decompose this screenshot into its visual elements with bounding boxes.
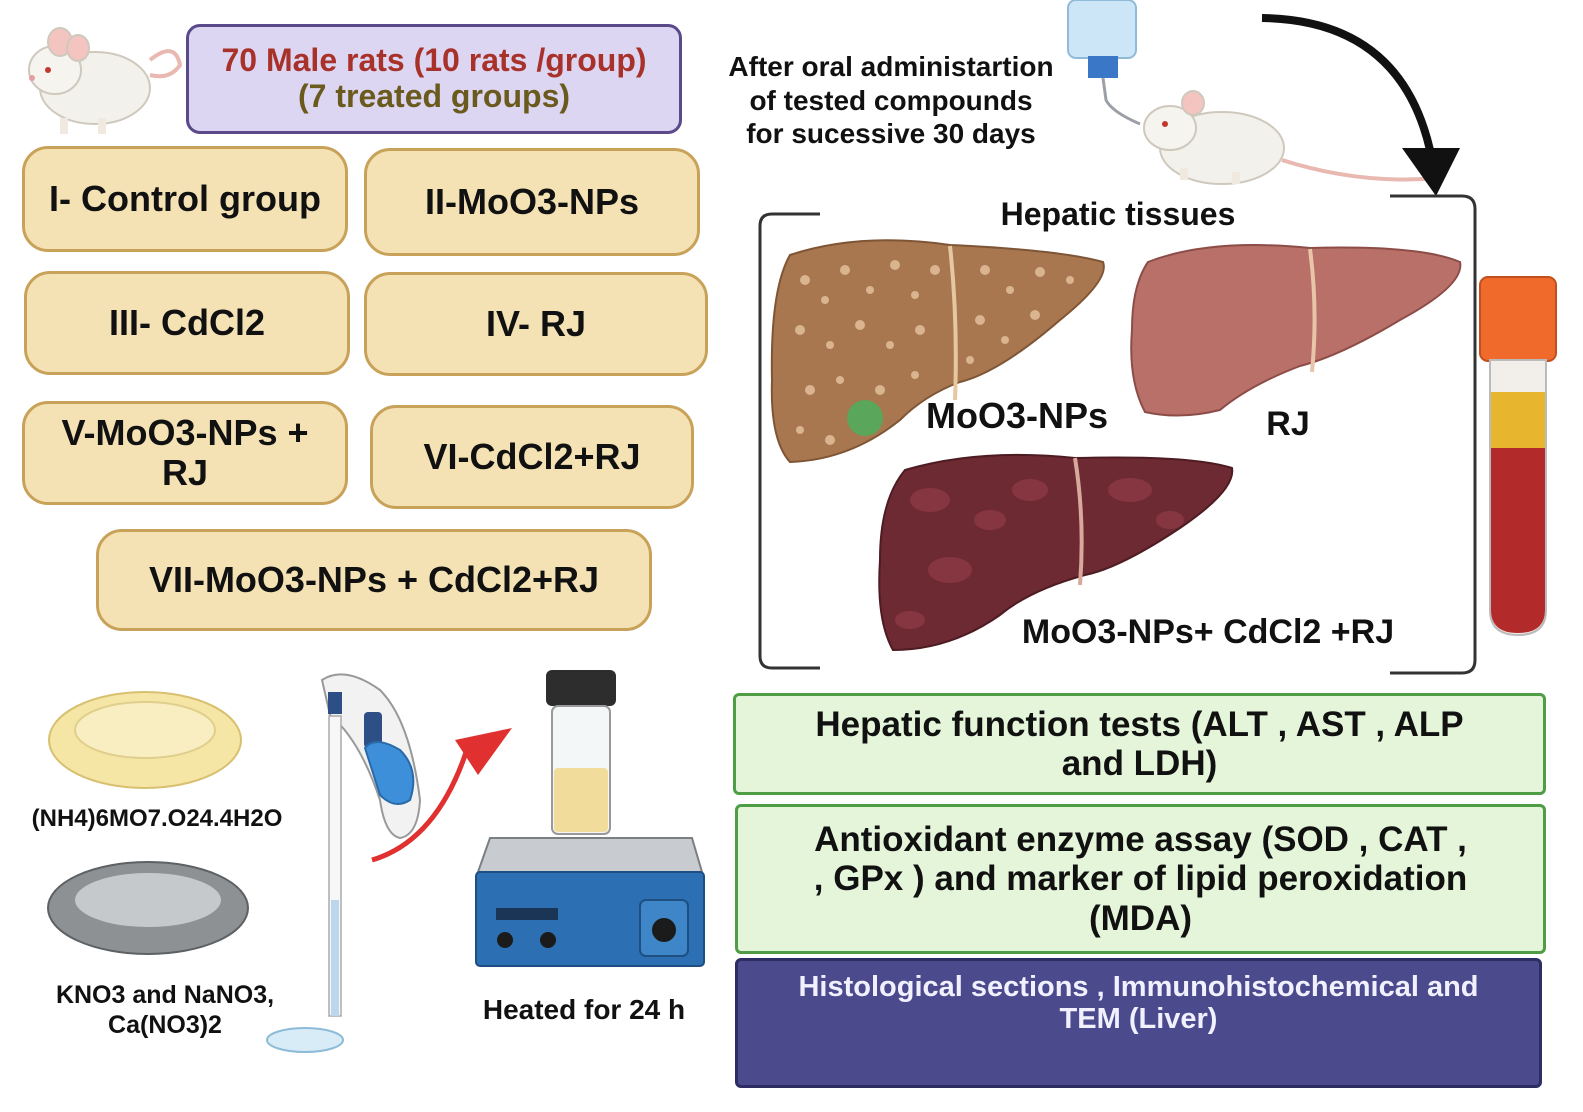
administration-text: After oral administartion of tested comp…: [716, 50, 1066, 151]
histology-box: Histological sections , Immunohistochemi…: [735, 958, 1542, 1088]
liver-label-moo3: MoO3-NPs: [925, 395, 1109, 436]
group-3-box: III- CdCl2: [24, 271, 350, 375]
rat-icon: [28, 27, 183, 134]
administration-line2: of tested compounds: [749, 84, 1033, 116]
hepatic-function-line2: and LDH): [1061, 744, 1218, 783]
tissues-title: Hepatic tissues: [1000, 196, 1236, 232]
reagent-2-line2: Ca(NO3)2: [108, 1011, 222, 1039]
blood-tube-icon: [1479, 276, 1557, 637]
reagent-2-label: KNO3 and NaNO3, Ca(NO3)2: [40, 980, 290, 1040]
group-7-box: VII-MoO3-NPs + CdCl2+RJ: [96, 529, 652, 631]
group-4-label: IV- RJ: [485, 302, 587, 344]
administration-line3: for sucessive 30 days: [746, 118, 1036, 150]
hepatic-function-line1: Hepatic function tests (ALT , AST , ALP: [815, 704, 1464, 744]
group-2-box: II-MoO3-NPs: [364, 148, 700, 256]
vial-icon: [546, 670, 616, 835]
antioxidant-line2: , GPx ) and marker of lipid peroxidation: [813, 859, 1468, 899]
hotplate-icon: [475, 837, 705, 967]
group-1-label: I- Control group: [49, 177, 321, 219]
group-5-label: V-MoO3-NPs + RJ: [61, 411, 309, 493]
water-bottle-icon: [1067, 0, 1141, 126]
tissue-bracket-frame: [758, 194, 1477, 675]
liver-icon: [878, 453, 1234, 652]
histology-line1: Histological sections , Immunohistochemi…: [798, 971, 1479, 1003]
histology-line2: TEM (Liver): [1059, 1003, 1218, 1036]
group-7-label: VII-MoO3-NPs + CdCl2+RJ: [148, 558, 600, 600]
liver-label-rj: RJ: [1266, 405, 1310, 443]
group-3-label: III- CdCl2: [108, 301, 265, 343]
dish-icon: [48, 691, 242, 789]
reagent-2-line1: KNO3 and NaNO3,: [55, 981, 275, 1009]
curved-arrow-icon: [1261, 14, 1460, 196]
red-arrow-icon: [371, 728, 512, 863]
liver-icon: [770, 239, 1105, 464]
header-line1: 70 Male rats (10 rats /group): [221, 42, 647, 79]
dish-icon: [47, 861, 249, 955]
study-header-box: 70 Male rats (10 rats /group) (7 treated…: [186, 24, 682, 134]
liver-label-combined: MoO3-NPs+ CdCl2 +RJ: [1021, 613, 1395, 651]
antioxidant-box: Antioxidant enzyme assay (SOD , CAT , , …: [735, 804, 1546, 954]
group-2-label: II-MoO3-NPs: [424, 180, 639, 222]
group-4-box: IV- RJ: [364, 272, 708, 376]
group-5-box: V-MoO3-NPs + RJ: [22, 401, 348, 505]
reagent-1-label: (NH4)6MO7.O24.4H2O: [31, 805, 283, 832]
header-line2: (7 treated groups): [297, 78, 571, 114]
rat-icon: [1143, 90, 1441, 185]
antioxidant-line3: (MDA): [1088, 898, 1193, 938]
group-1-box: I- Control group: [22, 146, 348, 252]
liver-icon: [1130, 244, 1462, 417]
hepatic-function-box: Hepatic function tests (ALT , AST , ALP …: [733, 693, 1546, 795]
heating-label: Heated for 24 h: [482, 994, 686, 1025]
group-6-label: VI-CdCl2+RJ: [423, 435, 641, 477]
antioxidant-line1: Antioxidant enzyme assay (SOD , CAT ,: [814, 820, 1467, 860]
administration-line1: After oral administartion: [728, 51, 1054, 82]
pipette-icon: [266, 673, 422, 1053]
group-6-box: VI-CdCl2+RJ: [370, 405, 694, 509]
